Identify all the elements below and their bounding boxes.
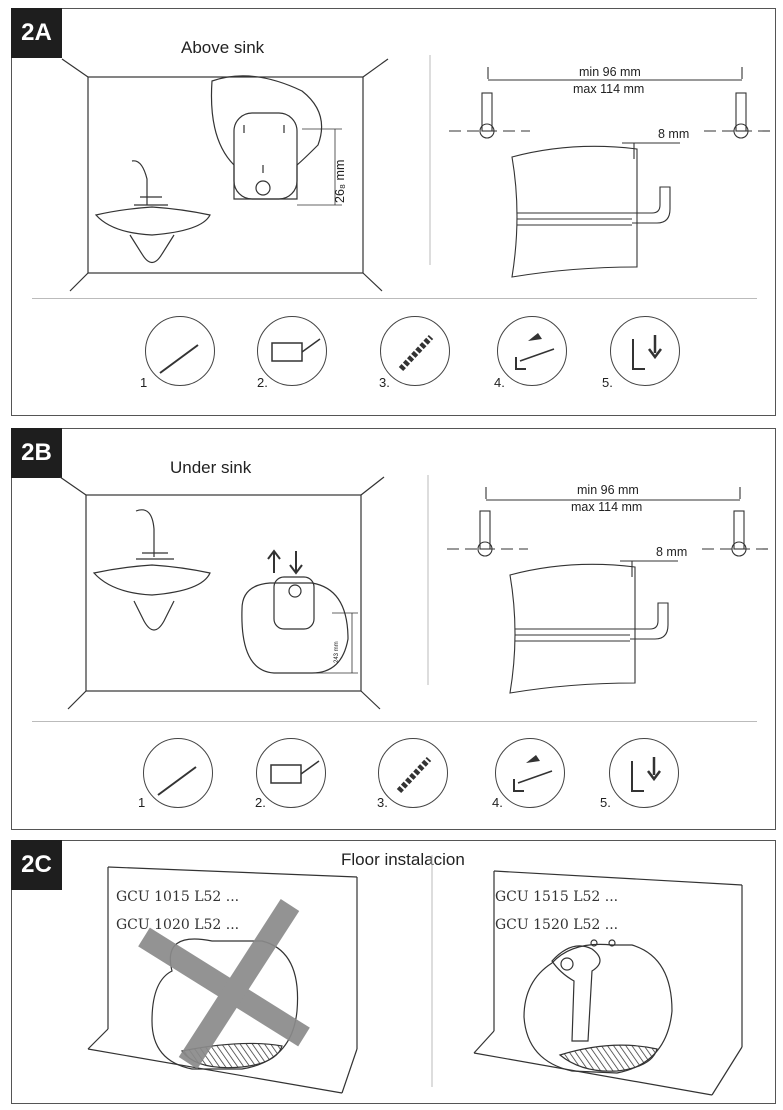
not-allowed-cross (138, 899, 310, 1069)
step-label: 5. (602, 375, 613, 390)
model-left-1: GCU 1015 L52 ... (116, 889, 240, 905)
panel-badge-2b: 2B (11, 428, 62, 478)
model-right-2: GCU 1520 L52 ... (495, 917, 619, 933)
step-icon-dowel (378, 738, 448, 808)
spacing-min-2b: min 96 mm (577, 483, 639, 497)
step-label: 3. (379, 375, 390, 390)
spacing-min-2a: min 96 mm (579, 65, 641, 79)
step-label: 5. (600, 795, 611, 810)
offset-label-2a: 8 mm (658, 127, 690, 141)
step-icon-pencil (145, 316, 215, 386)
step-icon-pencil (143, 738, 213, 808)
panel-badge-2c: 2C (11, 840, 62, 890)
panel-title-2b: Under sink (170, 458, 252, 477)
step-label: 2. (257, 375, 268, 390)
height-label-2a: 26₈ mm (333, 159, 347, 203)
step-label: 4. (494, 375, 505, 390)
panel-2c: 2C Floor instalacion (11, 840, 776, 1104)
model-left-2: GCU 1020 L52 ... (116, 917, 240, 933)
panel-2a: 2A Above sink (11, 8, 776, 416)
step-icon-screw-hook (495, 738, 565, 808)
step-label: 1 (140, 375, 148, 390)
step-icon-drill (256, 738, 326, 808)
step-icon-hook-down (610, 316, 680, 386)
above-sink-illustration (61, 55, 772, 292)
spacing-max-2b: max 114 mm (571, 500, 643, 514)
step-icon-hook-down (609, 738, 679, 808)
step-icon-screw-hook (497, 316, 567, 386)
divider (32, 298, 757, 299)
panel-title-2a: Above sink (181, 38, 265, 57)
offset-label-2b: 8 mm (656, 545, 688, 559)
under-sink-illustration (59, 475, 772, 710)
spacing-max-2a: max 114 mm (573, 82, 645, 96)
height-label-2b: 243 mm (334, 641, 340, 663)
divider (32, 721, 757, 722)
panel-badge-2a: 2A (11, 8, 62, 58)
step-label: 4. (492, 795, 503, 810)
panel-title-2c: Floor instalacion (341, 850, 465, 869)
step-icon-dowel (380, 316, 450, 386)
floor-installation-illustration (87, 855, 743, 1096)
step-label: 1 (138, 795, 146, 810)
panel-2b: 2B Under sink (11, 428, 776, 830)
step-icon-drill (257, 316, 327, 386)
step-label: 2. (255, 795, 266, 810)
model-right-1: GCU 1515 L52 ... (495, 889, 619, 905)
step-label: 3. (377, 795, 388, 810)
